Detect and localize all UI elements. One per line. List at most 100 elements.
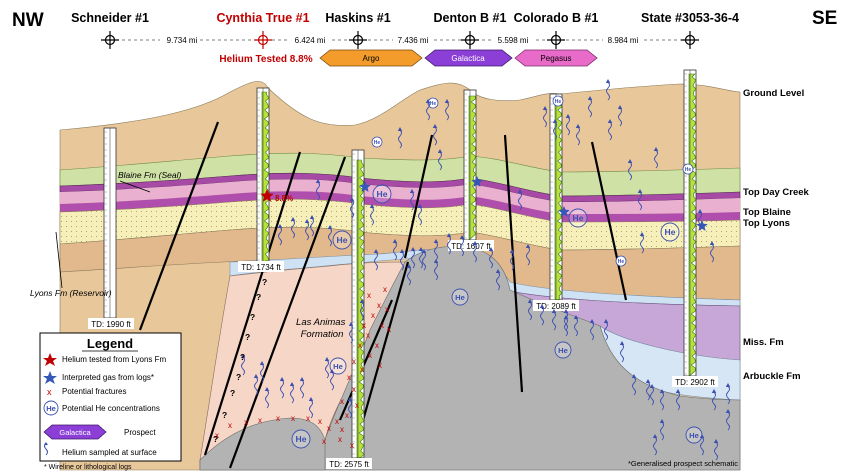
helium-squiggle-icon bbox=[421, 249, 427, 271]
helium-squiggle-icon bbox=[713, 439, 719, 461]
helium-squiggle-icon bbox=[425, 99, 431, 121]
helium-squiggle-icon bbox=[253, 374, 259, 396]
question-mark: ? bbox=[213, 434, 218, 444]
fault-line bbox=[228, 156, 347, 469]
well-symbols bbox=[101, 31, 699, 49]
fracture-mark: x bbox=[244, 418, 248, 427]
well-name-denton: Denton B #1 bbox=[434, 11, 507, 25]
he-concentration-icon: He bbox=[554, 341, 572, 359]
td-label: TD: 1607 ft bbox=[451, 242, 491, 251]
helium-squiggle-icon bbox=[417, 204, 423, 226]
schematic-footnote: *Generalised prospect schematic bbox=[628, 459, 738, 468]
stars bbox=[260, 176, 708, 231]
fault-line bbox=[356, 261, 410, 439]
he-concentration-icon: He bbox=[660, 222, 680, 242]
td-label: TD: 1990 ft bbox=[91, 320, 131, 329]
helium-squiggle-icon bbox=[725, 383, 731, 405]
well-logs bbox=[103, 69, 697, 459]
he-concentration-icon: He bbox=[291, 429, 311, 449]
question-mark: ? bbox=[222, 410, 227, 420]
helium-squiggle-icon bbox=[652, 434, 658, 456]
question-mark: ? bbox=[245, 332, 250, 342]
prospect-argo: Argo bbox=[319, 49, 423, 67]
well-name-cynthia: Cynthia True #1 bbox=[216, 11, 309, 25]
helium-squiggle-icon bbox=[619, 341, 625, 363]
helium-squiggle-icon bbox=[369, 204, 375, 226]
helium-squiggle-icon bbox=[410, 247, 416, 269]
helium-squiggle-icon bbox=[711, 389, 717, 411]
helium-squiggle-icon bbox=[290, 217, 296, 239]
helium-squiggle-icon bbox=[348, 322, 354, 344]
horizon-arbuckle: Arbuckle Fm bbox=[743, 371, 801, 382]
blue-star-icon bbox=[696, 220, 708, 231]
question-mark: ? bbox=[236, 372, 241, 382]
prospect-galactica: Galactica bbox=[424, 49, 513, 67]
fracture-mark: x bbox=[352, 357, 356, 366]
helium-squiggle-icon bbox=[552, 119, 558, 141]
helium-squiggle-icon bbox=[459, 235, 465, 257]
legend-prospect-sample: Galactica bbox=[59, 428, 91, 437]
well-log bbox=[463, 89, 477, 241]
se-label: SE bbox=[812, 8, 837, 29]
svg-text:Pegasus: Pegasus bbox=[540, 54, 571, 63]
fracture-mark: x bbox=[228, 421, 232, 430]
helium-squiggle-icon bbox=[645, 379, 651, 401]
lyons-fm-label: Lyons Fm (Reservoir) bbox=[30, 288, 112, 298]
helium-squiggle-icon bbox=[359, 299, 365, 321]
blue-star-icon bbox=[359, 181, 371, 192]
fault-line bbox=[138, 121, 220, 331]
he-concentration-icon: He bbox=[329, 357, 347, 375]
helium-squiggle-icon bbox=[605, 79, 611, 101]
well-symbol-icon bbox=[547, 31, 565, 49]
helium-squiggle-icon bbox=[675, 389, 681, 411]
helium-squiggle-icon bbox=[392, 239, 398, 261]
well-symbol-icon bbox=[461, 31, 479, 49]
svg-text:He: He bbox=[333, 362, 343, 371]
legend-item-label: Prospect bbox=[124, 428, 156, 437]
question-mark: ? bbox=[230, 388, 235, 398]
blue-star-icon bbox=[471, 176, 483, 187]
red-star-icon bbox=[260, 189, 274, 202]
svg-text:He: He bbox=[555, 99, 562, 105]
helium-percent-label: 8.8% bbox=[275, 194, 293, 203]
fracture-mark: x bbox=[340, 425, 344, 434]
well-name-state: State #3053-36-4 bbox=[641, 11, 739, 25]
question-mark: ? bbox=[256, 292, 261, 302]
svg-text:He: He bbox=[296, 434, 307, 444]
fracture-mark: x bbox=[352, 385, 356, 394]
svg-text:He: He bbox=[618, 259, 625, 265]
helium-squiggle-icon bbox=[709, 241, 715, 263]
helium-squiggle-icon bbox=[509, 249, 515, 271]
td-label: TD: 1734 ft bbox=[241, 263, 281, 272]
helium-squiggle-icon bbox=[406, 264, 412, 286]
las-animas-label: Las Animas Formation bbox=[296, 317, 348, 340]
fault-line bbox=[503, 134, 524, 393]
fracture-mark: x bbox=[385, 305, 389, 314]
svg-text:Galactica: Galactica bbox=[451, 54, 485, 63]
fault-line bbox=[403, 134, 434, 259]
helium-squiggle-icon bbox=[240, 354, 246, 376]
helium-squiggle-icon bbox=[653, 147, 659, 169]
svg-text:He: He bbox=[46, 404, 56, 413]
helium-squiggle-icon bbox=[659, 419, 665, 441]
he-small-icon: He bbox=[552, 95, 564, 107]
fracture-mark: x bbox=[340, 397, 344, 406]
fracture-mark: x bbox=[258, 416, 262, 425]
helium-squiggle-icon bbox=[589, 319, 595, 341]
fault-line bbox=[590, 141, 628, 301]
spacing-label: 8.984 mi bbox=[608, 36, 639, 45]
helium-squiggle-icon bbox=[539, 304, 545, 326]
helium-squiggle-icon bbox=[347, 397, 353, 419]
helium-squiggle-icon bbox=[308, 397, 314, 419]
fracture-mark: x bbox=[387, 325, 391, 334]
svg-text:He: He bbox=[573, 213, 584, 223]
well-symbol-icon bbox=[101, 31, 119, 49]
helium-squiggle-icon bbox=[277, 224, 283, 246]
helium-squiggle-icon bbox=[279, 377, 285, 399]
helium-squiggle-icon bbox=[649, 384, 655, 406]
las-animas-line: Formation bbox=[301, 329, 344, 340]
question-mark: ? bbox=[240, 352, 245, 362]
helium-squiggle-icon bbox=[264, 387, 270, 409]
fracture-mark: x bbox=[366, 331, 370, 340]
helium-squiggle-icon bbox=[399, 249, 405, 271]
